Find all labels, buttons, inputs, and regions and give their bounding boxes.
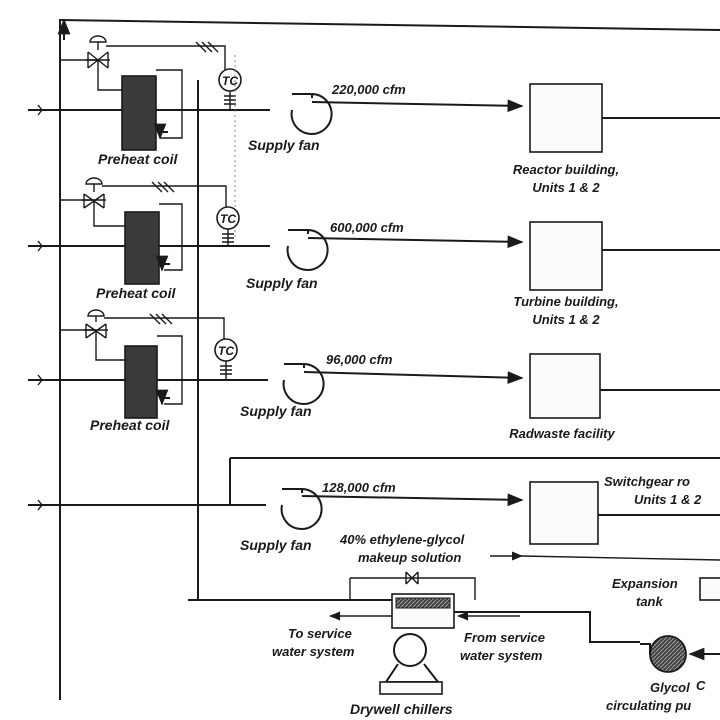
- switchgear-label-2: Units 1 & 2: [634, 492, 702, 507]
- control-valve-1: [87, 51, 109, 69]
- duct-1: [311, 99, 524, 113]
- preheat-coil-1: [121, 75, 157, 151]
- duct-3: [303, 371, 524, 385]
- preheat-coil-label-1: Preheat coil: [98, 151, 178, 167]
- preheat-train-3: TC Preheat coil: [28, 309, 268, 433]
- supply-fan-label-2: Supply fan: [246, 275, 318, 291]
- preheat-coil-label-2: Preheat coil: [96, 285, 176, 301]
- flow-label-3: 96,000 cfm: [326, 352, 393, 367]
- glycol-makeup-label-1: 40% ethylene-glycol: [339, 532, 465, 547]
- tc-label-1: TC: [222, 74, 238, 88]
- supply-fan-4: [280, 487, 323, 530]
- switchgear-label-1: Switchgear ro: [604, 474, 690, 489]
- valve-actuator-2: [85, 177, 103, 185]
- preheat-coil-3: [124, 345, 158, 419]
- supply-fan-3: [282, 362, 325, 405]
- reactor-label-1: Reactor building,: [513, 162, 619, 177]
- flow-label-1: 220,000 cfm: [331, 82, 406, 97]
- switchgear-box: [529, 481, 599, 545]
- flow-label-2: 600,000 cfm: [330, 220, 404, 235]
- turbine-building-box: [529, 221, 603, 291]
- radwaste-label: Radwaste facility: [509, 426, 615, 441]
- expansion-tank-label-1: Expansion: [612, 576, 678, 591]
- glycol-makeup-label-2: makeup solution: [358, 550, 461, 565]
- pump-label-cut: C: [696, 678, 706, 693]
- from-service-label-1: From service: [464, 630, 545, 645]
- duct-2: [307, 235, 524, 249]
- pump-label-2: circulating pu: [606, 698, 691, 713]
- supply-fan-label-3: Supply fan: [240, 403, 312, 419]
- turbine-label-2: Units 1 & 2: [532, 312, 600, 327]
- to-service-label-2: water system: [272, 644, 355, 659]
- glycol-riser-piping: [57, 18, 720, 700]
- supply-fan-2: [286, 228, 329, 271]
- preheat-coil-label-3: Preheat coil: [90, 417, 170, 433]
- control-valve-3: [85, 323, 107, 339]
- supply-fan-1: [290, 92, 333, 135]
- reactor-label-2: Units 1 & 2: [532, 180, 600, 195]
- valve-actuator-3: [87, 309, 105, 317]
- from-service-label-2: water system: [460, 648, 543, 663]
- preheat-train-1: TC Preheat coil: [28, 35, 270, 240]
- preheat-train-2: TC Preheat coil: [28, 177, 270, 301]
- tc-label-3: TC: [218, 344, 234, 358]
- drywell-chillers-label: Drywell chillers: [350, 701, 453, 717]
- flow-label-4: 128,000 cfm: [322, 480, 396, 495]
- duct-4: [301, 493, 524, 507]
- chiller-base: [379, 681, 443, 695]
- tc-label-2: TC: [220, 212, 236, 226]
- expansion-tank: [699, 577, 720, 601]
- supply-fan-label-4: Supply fan: [240, 537, 312, 553]
- glycol-circulating-pump: [640, 635, 687, 673]
- pump-label-1: Glycol: [650, 680, 690, 695]
- radwaste-box: [529, 353, 601, 419]
- reactor-building-box: [529, 83, 603, 153]
- turbine-label-1: Turbine building,: [513, 294, 618, 309]
- control-valve-2: [83, 193, 105, 209]
- chiller-compressor: [393, 633, 427, 667]
- to-service-label-1: To service: [288, 626, 352, 641]
- makeup-bypass-line: [349, 577, 476, 600]
- valve-actuator-1: [89, 35, 107, 43]
- supply-fan-label-1: Supply fan: [248, 137, 320, 153]
- expansion-tank-label-2: tank: [636, 594, 664, 609]
- makeup-valve: [405, 571, 419, 585]
- preheat-coil-2: [124, 211, 160, 285]
